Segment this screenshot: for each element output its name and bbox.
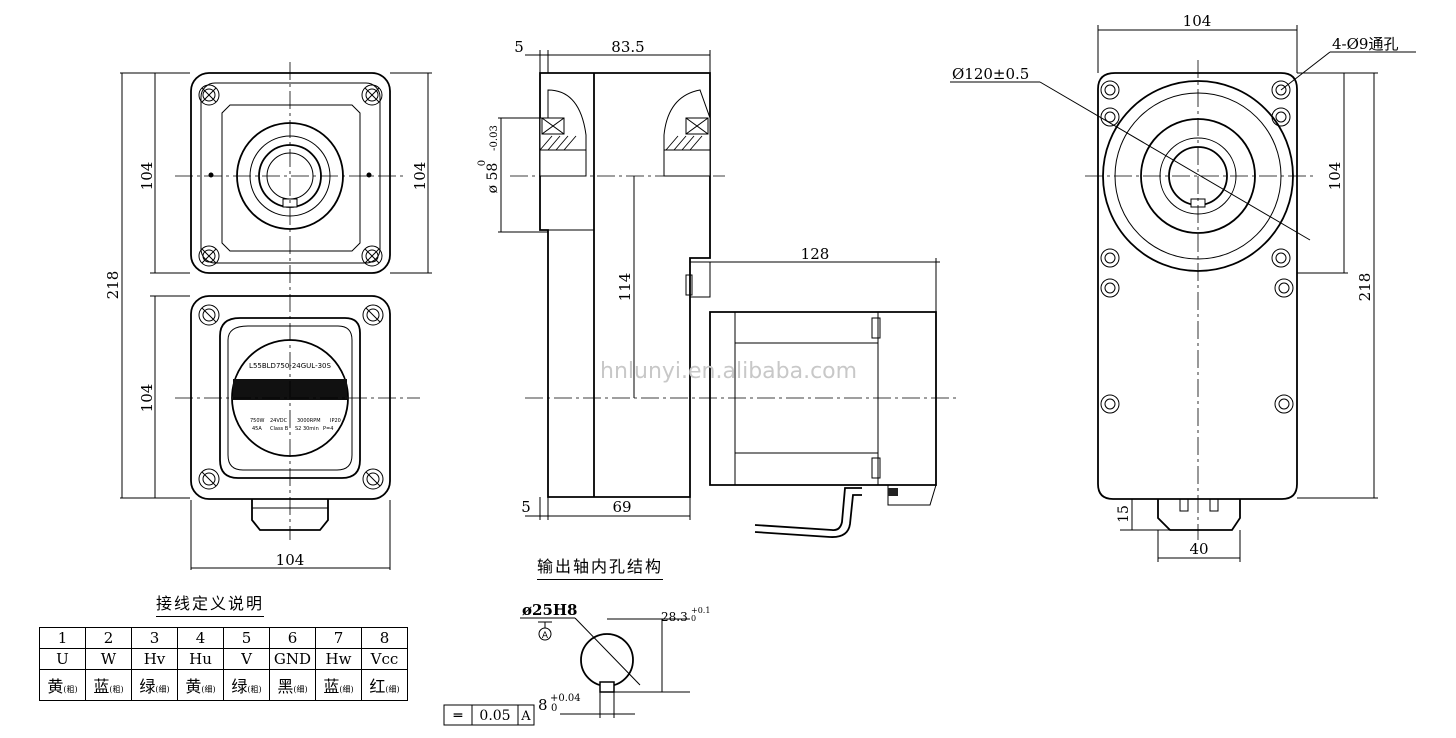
wire-signal: V [223, 648, 270, 670]
keyway-depth: 28.3 [661, 610, 688, 624]
dim-side-bottom-length: 69 [612, 498, 631, 516]
wire-signal: GND [269, 648, 316, 670]
symmetry-value: 0.05 [479, 708, 510, 724]
keyway-width-tol-upper: +0.04 [550, 693, 581, 704]
nameplate-poles: P=4 [323, 426, 333, 432]
wire-signal: W [85, 648, 132, 670]
dim-right-upper: 104 [1326, 162, 1344, 191]
wire-signal: Hu [177, 648, 224, 670]
bore-circle [580, 633, 634, 687]
nameplate-speed: 3000RPM [297, 418, 321, 424]
lower-body-outline [190, 295, 391, 500]
wire-color: 红(细) [361, 669, 408, 701]
dim-right-connector-width: 40 [1189, 540, 1208, 558]
dim-side-motor-length: 128 [801, 245, 830, 263]
wire-color: 黄(细) [177, 669, 224, 701]
dim-right-total: 218 [1356, 273, 1374, 302]
bore-datum: A [542, 631, 549, 641]
nameplate-ip: IP20 [330, 418, 341, 424]
wire-number: 3 [131, 627, 178, 649]
dim-right-width-top: 104 [1183, 12, 1212, 30]
nameplate-power: 750W [250, 418, 265, 424]
keyway-depth-tol-lower: 0 [691, 614, 696, 623]
keyway-width: 8 [538, 696, 548, 714]
dim-front-width-bottom: 104 [276, 551, 305, 569]
wire-number: 4 [177, 627, 224, 649]
dim-front-upper-left: 104 [138, 162, 156, 191]
upper-flange-outline [190, 72, 391, 274]
dim-side-flange: 5 [514, 38, 524, 56]
side-motor [709, 311, 937, 486]
symmetry-symbol: ═ [453, 708, 463, 724]
dim-front-upper-right: 104 [411, 162, 429, 191]
keyway-width-tol-lower: 0 [551, 703, 557, 714]
wire-color: 绿(粗) [223, 669, 270, 701]
symmetry-frame [443, 704, 535, 726]
bore-detail: ø25H8 A 28.3 +0.1 0 8 +0.04 0 ═ 0.05 A [443, 601, 710, 726]
right-housing [1097, 72, 1298, 500]
dim-right-connector-height: 15 [1116, 505, 1132, 523]
dim-side-center-height: 114 [616, 273, 634, 302]
wire-number: 5 [223, 627, 270, 649]
nameplate-duty: S2 30min [295, 426, 319, 432]
dim-front-lower-left: 104 [138, 384, 156, 413]
keyway-depth-tol-upper: +0.1 [691, 606, 710, 615]
wire-color: 绿(细) [131, 669, 178, 701]
front-view: L55BLD750-24GUL-30S 750W 24VDC 3000RPM I… [104, 62, 432, 570]
dim-side-length: 83.5 [611, 38, 644, 56]
right-connector [1157, 499, 1241, 531]
wiring-table: 1 2 3 4 5 6 7 8 U W Hv Hu V GND Hw Vcc 黄… [39, 627, 408, 701]
nameplate-class: Class B [270, 426, 289, 432]
wire-signal: Hv [131, 648, 178, 670]
right-view: Ø120±0.5 4-Ø9通孔 104 104 218 15 40 [950, 12, 1416, 562]
wire-color: 黑(细) [269, 669, 316, 701]
wire-signal: Vcc [361, 648, 408, 670]
wire-number: 8 [361, 627, 408, 649]
bore-detail-title: 输出轴内孔结构 [537, 553, 664, 580]
wire-signal: U [39, 648, 86, 670]
nameplate-current: 45A [252, 426, 262, 432]
wire-signal: Hw [315, 648, 362, 670]
dim-side-shaft-tol-upper: 0 [477, 160, 488, 166]
dim-side-bottom-flange: 5 [521, 498, 531, 516]
dim-right-holes: 4-Ø9通孔 [1332, 35, 1398, 53]
wire-number: 1 [39, 627, 86, 649]
wire-number: 6 [269, 627, 316, 649]
dim-side-shaft-dia: ø 58 [485, 163, 501, 194]
wire-color: 黄(粗) [39, 669, 86, 701]
side-view: 5 83.5 ø 58 0 -0.03 114 128 5 69 [477, 38, 960, 538]
symmetry-datum: A [520, 709, 531, 724]
wire-color: 蓝(细) [315, 669, 362, 701]
dim-side-shaft-tol-lower: -0.03 [489, 125, 500, 151]
wire-number: 7 [315, 627, 362, 649]
dim-front-height-total: 218 [104, 271, 122, 300]
wiring-title: 接线定义说明 [156, 590, 265, 617]
nameplate-voltage: 24VDC [270, 418, 288, 424]
wire-number: 2 [85, 627, 132, 649]
watermark: hnlunyi.en.alibaba.com [600, 359, 857, 384]
dim-right-pcd: Ø120±0.5 [952, 65, 1029, 83]
wire-color: 蓝(粗) [85, 669, 132, 701]
bore-diameter: ø25H8 [522, 601, 578, 619]
